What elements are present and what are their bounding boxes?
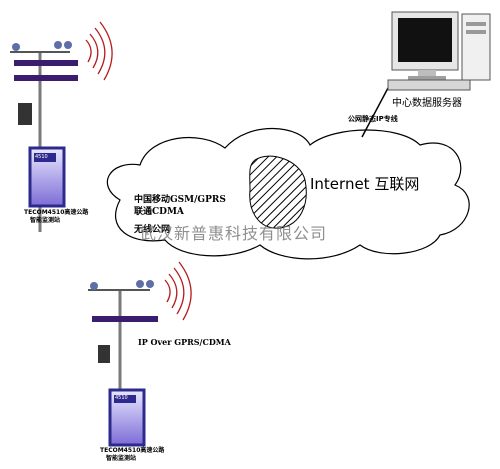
station-top-name1: TECOM4510高速公路	[24, 209, 89, 216]
station-bottom-screen: 4510	[115, 395, 128, 401]
station-bottom-name2: 智能监测站	[106, 455, 137, 462]
station-top-name2: 智能监测站	[30, 217, 61, 224]
server-label: 中心数据服务器	[392, 98, 462, 109]
signal-waves-top	[85, 21, 113, 81]
server-computer	[387, 11, 491, 91]
station-bottom	[88, 280, 158, 447]
static-ip-label: 公网静态IP专线	[348, 115, 398, 123]
mobile-line1: 中国移动GSM/GPRS	[134, 195, 226, 205]
station-top-screen: 4510	[35, 154, 48, 160]
internet-label: Internet 互联网	[310, 175, 420, 193]
station-bottom-name1: TECOM4510高速公路	[100, 447, 165, 454]
station-top	[10, 41, 78, 232]
wireless-label: 无线公网	[134, 225, 171, 235]
internet-cloud	[107, 127, 470, 260]
ip-over-label: IP Over GPRS/CDMA	[138, 337, 231, 347]
mobile-line2: 联通CDMA	[134, 207, 184, 217]
static-ip-link	[361, 87, 389, 138]
watermark: 武汉新普惠科技有限公司	[140, 224, 328, 243]
internet-hatch	[249, 155, 307, 229]
signal-waves-bottom	[164, 261, 192, 321]
